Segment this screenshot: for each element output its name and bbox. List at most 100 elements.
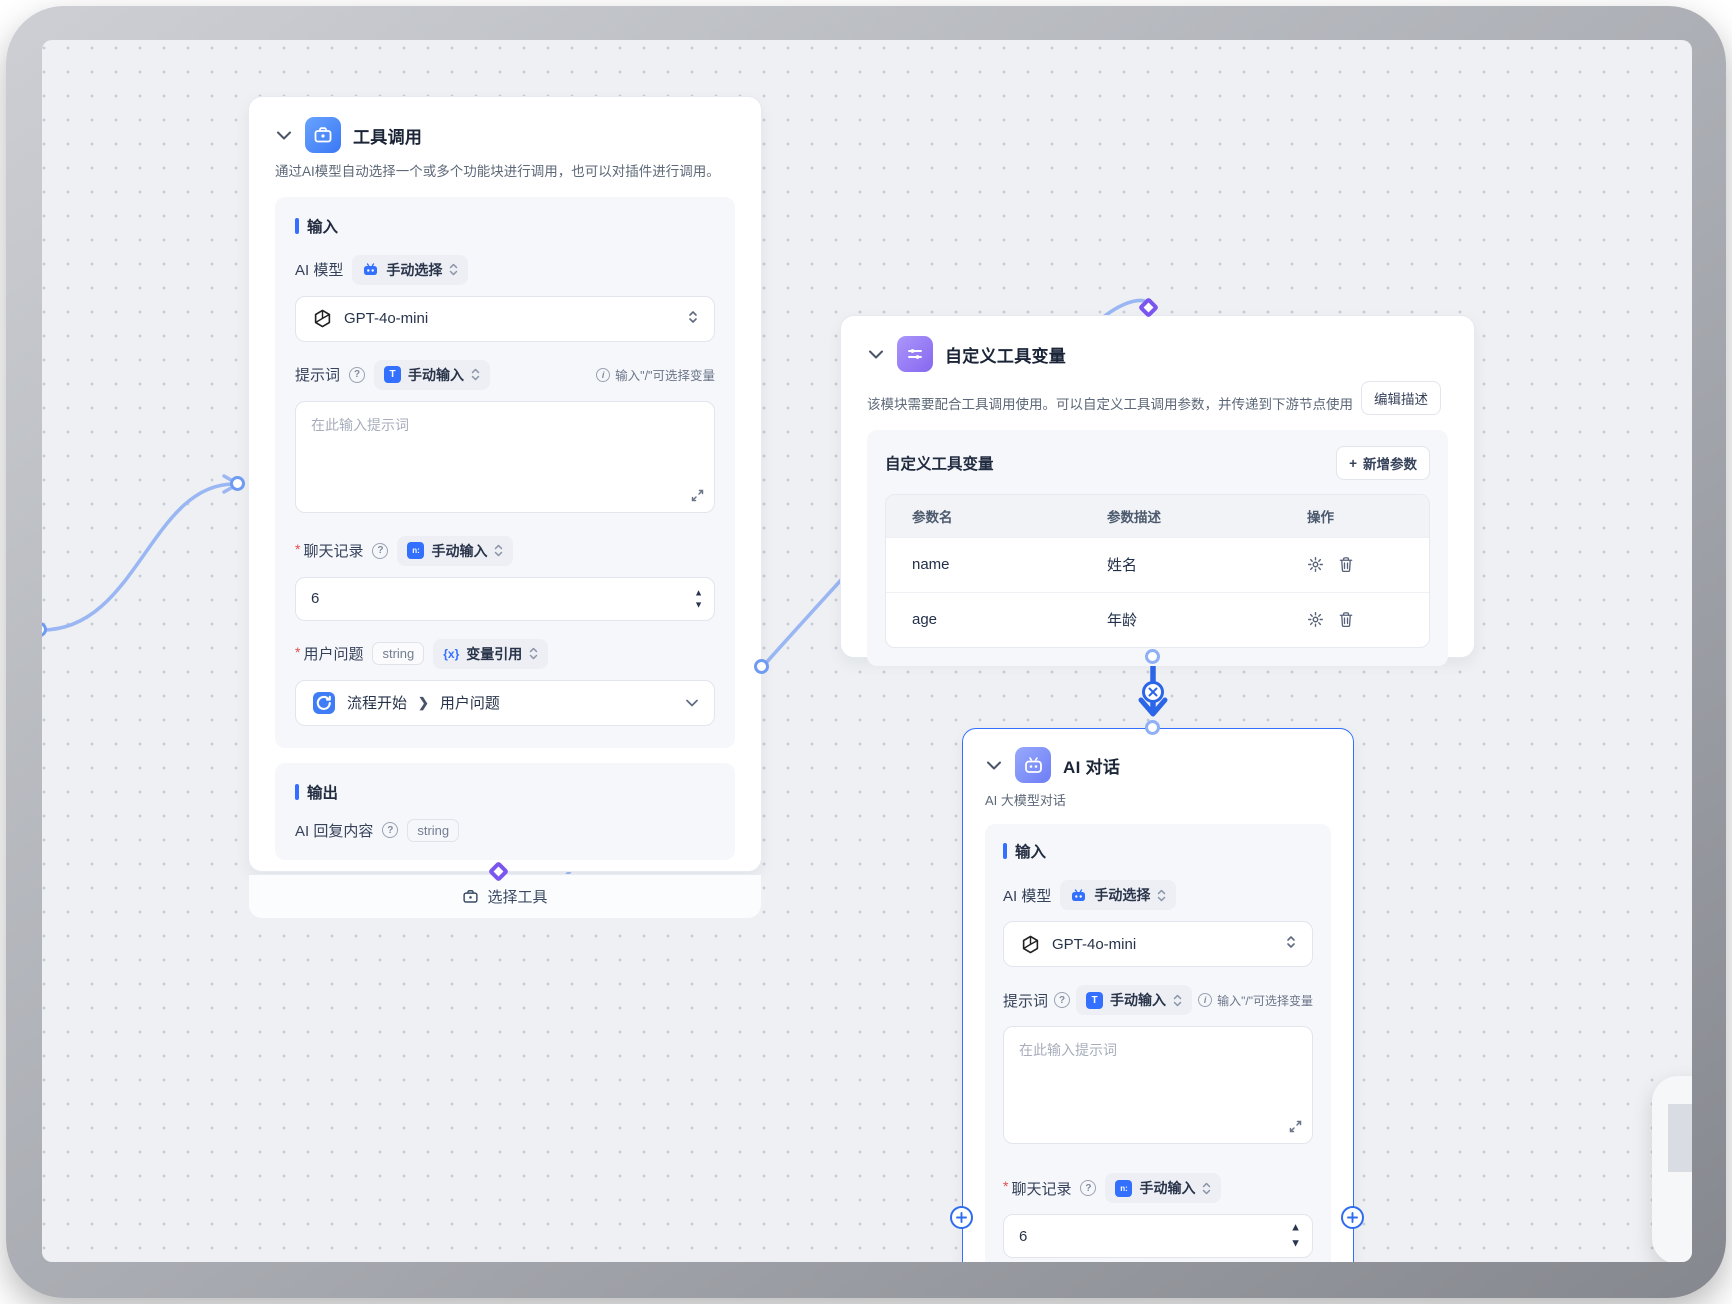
param-name: name (886, 536, 1081, 592)
settings-icon[interactable] (1307, 611, 1324, 628)
openai-logo-icon (314, 309, 331, 328)
number-input-icon: n: (407, 542, 425, 560)
plus-icon (1347, 1212, 1358, 1223)
plus-icon (956, 1212, 967, 1223)
chat-node-top-handle[interactable] (1145, 720, 1160, 735)
model-mode-label: 手动选择 (386, 261, 443, 278)
help-icon[interactable]: ? (1054, 992, 1071, 1008)
expand-icon[interactable] (1289, 1120, 1302, 1138)
briefcase-icon (305, 117, 341, 153)
section-bar (1003, 843, 1007, 859)
settings-icon[interactable] (1307, 556, 1324, 573)
model-select[interactable]: GPT-4o-mini (1003, 921, 1313, 967)
select-tool-button[interactable]: 选择工具 (249, 873, 761, 918)
edge-delete-handle[interactable] (1142, 681, 1164, 703)
add-param-button[interactable]: + 新增参数 (1336, 446, 1430, 480)
required-asterisk: * (295, 540, 301, 557)
tool-select-diamond-handle[interactable] (487, 860, 510, 883)
collapse-chevron-icon[interactable] (985, 756, 1003, 774)
step-up-icon[interactable]: ▲ (1290, 1221, 1301, 1234)
prompt-mode-badge[interactable]: T 手动输入 (1076, 985, 1193, 1015)
side-panel-peek[interactable] (1652, 1076, 1692, 1262)
number-stepper[interactable]: ▲▼ (694, 588, 703, 609)
model-select-value: GPT-4o-mini (344, 310, 429, 328)
help-icon[interactable]: ? (382, 822, 399, 839)
params-table: 参数名 参数描述 操作 name 姓名 (885, 494, 1430, 648)
number-stepper[interactable]: ▲▼ (1290, 1221, 1301, 1250)
briefcase-icon (463, 889, 479, 903)
param-name: age (886, 591, 1081, 647)
section-bar (295, 783, 299, 800)
ai-model-label: AI 模型 (295, 262, 344, 280)
updown-caret-icon (530, 647, 538, 660)
slash-variable-hint: i 输入"/"可选择变量 (596, 365, 715, 384)
table-row[interactable]: age 年龄 (886, 591, 1429, 647)
updown-caret-icon (471, 368, 480, 381)
section-title-output: 输出 (307, 784, 339, 802)
expand-icon[interactable] (691, 489, 704, 507)
chat-node-right-plus-handle[interactable] (1341, 1206, 1364, 1229)
updown-caret-icon (1158, 889, 1166, 901)
node-description: 通过AI模型自动选择一个或多个功能块进行调用，也可以对插件进行调用。 (275, 164, 720, 179)
edit-description-button[interactable]: 编辑描述 (1361, 381, 1441, 415)
variable-ref-icon: {x} (443, 646, 460, 661)
prompt-textarea[interactable] (295, 400, 715, 513)
help-icon[interactable]: ? (372, 542, 389, 559)
node-custom-tool-vars[interactable]: 自定义工具变量 该模块需要配合工具调用使用。可以自定义工具调用参数，并传递到下游… (840, 315, 1475, 666)
prompt-textarea[interactable] (1003, 1026, 1313, 1144)
section-title-input: 输入 (1015, 844, 1047, 861)
node-title: 工具调用 (353, 127, 423, 147)
type-tag: string (372, 642, 425, 666)
question-variable-select[interactable]: 流程开始 ❯ 用户问题 (295, 679, 715, 726)
select-updown-icon (1286, 935, 1296, 953)
hint-text: 输入"/"可选择变量 (615, 369, 715, 384)
vars-node-diamond-handle[interactable] (1137, 296, 1160, 319)
step-down-icon[interactable]: ▼ (694, 599, 703, 610)
node-ai-chat[interactable]: AI 对话 AI 大模型对话 输入 AI 模型 手动选择 (962, 728, 1354, 1262)
tool-node-input-handle[interactable] (230, 476, 245, 491)
tool-node-output-handle[interactable] (754, 659, 769, 674)
node-description: 该模块需要配合工具调用使用。可以自定义工具调用参数，并传递到下游节点使用 (867, 397, 1353, 413)
help-icon[interactable]: ? (1080, 1180, 1097, 1196)
col-param-desc: 参数描述 (1081, 495, 1281, 537)
flow-canvas[interactable]: 工具调用 通过AI模型自动选择一个或多个功能块进行调用，也可以对插件进行调用。 … (42, 40, 1692, 1262)
edge-source-handle[interactable] (42, 622, 47, 637)
delete-icon[interactable] (1338, 556, 1354, 573)
history-count-input[interactable] (1003, 1214, 1313, 1258)
sliders-icon (897, 336, 933, 372)
model-mode-badge[interactable]: 手动选择 (352, 254, 469, 285)
prompt-label: 提示词 (1003, 992, 1049, 1010)
question-mode-badge[interactable]: {x} 变量引用 (433, 638, 549, 669)
collapse-chevron-icon[interactable] (275, 126, 293, 144)
info-icon: i (596, 367, 611, 382)
vars-node-bottom-handle[interactable] (1145, 649, 1160, 664)
chat-node-left-plus-handle[interactable] (950, 1206, 973, 1229)
table-row[interactable]: name 姓名 (886, 536, 1429, 592)
question-field: 用户问题 (439, 695, 500, 713)
param-desc: 姓名 (1081, 536, 1281, 592)
prompt-label: 提示词 (295, 367, 341, 385)
history-mode-badge[interactable]: n: 手动输入 (397, 535, 514, 566)
help-icon[interactable]: ? (349, 366, 366, 383)
node-tool-call[interactable]: 工具调用 通过AI模型自动选择一个或多个功能块进行调用，也可以对插件进行调用。 … (248, 96, 762, 918)
text-input-icon: T (384, 366, 402, 384)
step-up-icon[interactable]: ▲ (694, 587, 703, 598)
output-field-label: AI 回复内容 (295, 822, 374, 840)
prompt-mode-badge[interactable]: T 手动输入 (374, 359, 491, 390)
collapse-chevron-icon[interactable] (867, 345, 885, 363)
history-count-input[interactable] (295, 576, 715, 621)
model-select[interactable]: GPT-4o-mini (295, 295, 715, 342)
prompt-mode-label: 手动输入 (408, 366, 465, 383)
history-label: 聊天记录 (1011, 1180, 1072, 1198)
step-down-icon[interactable]: ▼ (1290, 1237, 1301, 1250)
delete-icon[interactable] (1338, 611, 1354, 628)
vars-panel: 自定义工具变量 + 新增参数 参数名 参数描述 操作 (867, 430, 1448, 666)
robot-icon (1015, 747, 1051, 783)
node-title: AI 对话 (1063, 757, 1121, 777)
openai-logo-icon (1022, 935, 1039, 953)
side-panel-thumbnail (1668, 1104, 1692, 1172)
model-mode-badge[interactable]: 手动选择 (1060, 880, 1177, 910)
model-select-value: GPT-4o-mini (1052, 935, 1137, 953)
history-mode-badge[interactable]: n: 手动输入 (1105, 1173, 1222, 1203)
output-panel: 输出 AI 回复内容 ? string (275, 762, 735, 860)
